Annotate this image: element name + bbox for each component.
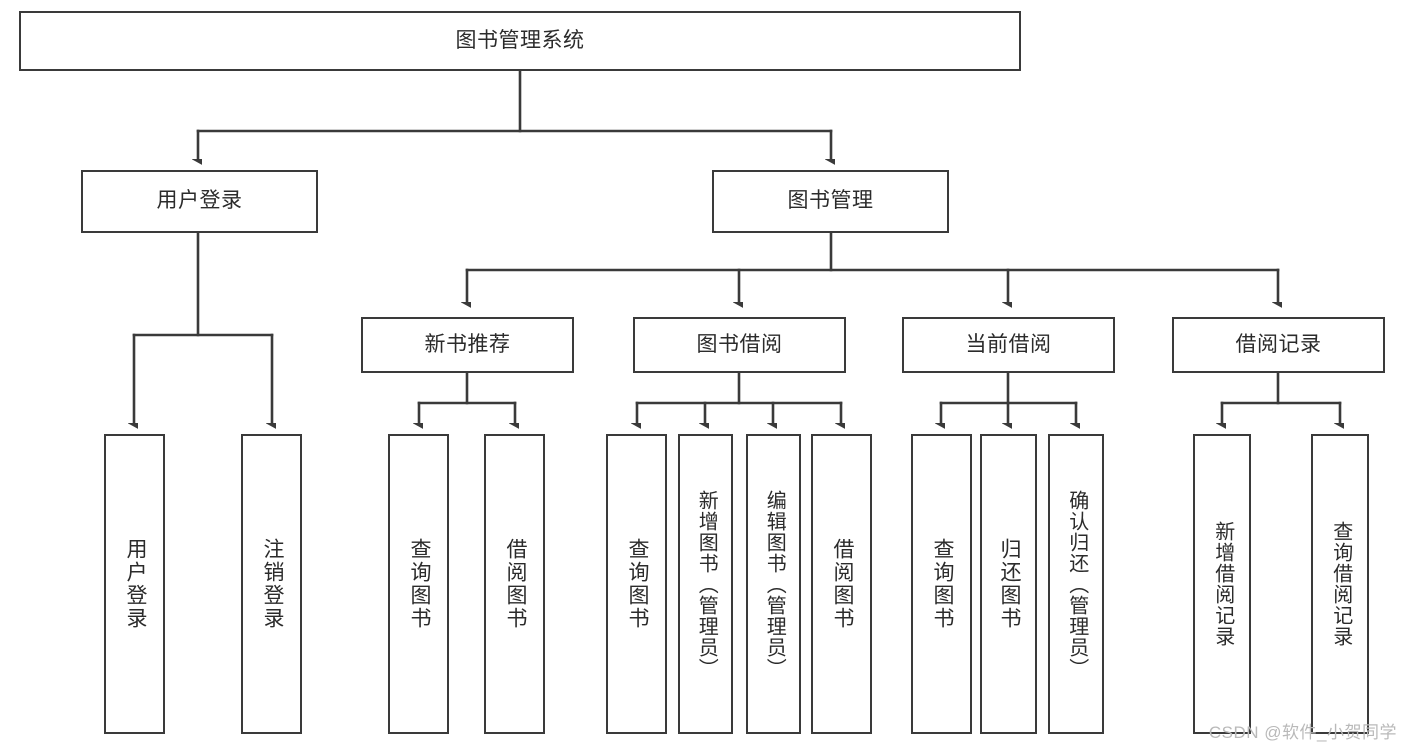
node-leaf-user-login-label: 用户登录 [123, 538, 147, 630]
csdn-watermark: CSDN @软件_小贺同学 [1208, 723, 1397, 742]
node-leaf-cur-return[interactable]: 归还图书 [980, 434, 1037, 734]
node-leaf-borrow-add[interactable]: 新增图书（管理员） [678, 434, 733, 734]
node-leaf-cur-query-label: 查询图书 [930, 538, 954, 630]
node-leaf-cur-confirm[interactable]: 确认归还（管理员） [1048, 434, 1104, 734]
node-book-borrow-label: 图书借阅 [696, 332, 783, 356]
node-root[interactable]: 图书管理系统 [19, 11, 1021, 71]
node-leaf-user-logout-label: 注销登录 [260, 538, 284, 630]
node-borrow-record-label: 借阅记录 [1235, 332, 1322, 356]
node-leaf-user-logout[interactable]: 注销登录 [241, 434, 302, 734]
node-leaf-cur-return-label: 归还图书 [997, 538, 1021, 630]
node-leaf-cur-query[interactable]: 查询图书 [911, 434, 972, 734]
node-leaf-rec-query[interactable]: 查询图书 [388, 434, 449, 734]
node-leaf-rec-add[interactable]: 新增借阅记录 [1193, 434, 1251, 734]
node-book-manage[interactable]: 图书管理 [712, 170, 949, 233]
node-leaf-rec-borrow-label: 借阅图书 [503, 538, 527, 630]
node-leaf-rec-add-label: 新增借阅记录 [1211, 521, 1234, 647]
node-current-borrow-label: 当前借阅 [965, 332, 1052, 356]
node-book-manage-label: 图书管理 [787, 189, 874, 213]
node-leaf-cur-confirm-label: 确认归还（管理员） [1065, 489, 1088, 679]
node-user-login-label: 用户登录 [156, 189, 243, 213]
node-leaf-borrow-edit[interactable]: 编辑图书（管理员） [746, 434, 801, 734]
node-leaf-borrow-edit-label: 编辑图书（管理员） [763, 489, 786, 679]
node-current-borrow[interactable]: 当前借阅 [902, 317, 1115, 373]
node-leaf-rec-query-label: 查询图书 [407, 538, 431, 630]
node-leaf-user-login[interactable]: 用户登录 [104, 434, 165, 734]
node-leaf-borrow-add-label: 新增图书（管理员） [695, 489, 718, 679]
node-borrow-record[interactable]: 借阅记录 [1172, 317, 1385, 373]
node-leaf-borrow-query[interactable]: 查询图书 [606, 434, 667, 734]
node-leaf-borrow-lend[interactable]: 借阅图书 [811, 434, 872, 734]
node-root-label: 图书管理系统 [455, 28, 585, 52]
node-leaf-rec-search-label: 查询借阅记录 [1329, 521, 1352, 647]
node-leaf-borrow-query-label: 查询图书 [625, 538, 649, 630]
node-leaf-borrow-lend-label: 借阅图书 [830, 538, 854, 630]
node-leaf-rec-borrow[interactable]: 借阅图书 [484, 434, 545, 734]
node-new-book-rec-label: 新书推荐 [424, 332, 511, 356]
node-user-login[interactable]: 用户登录 [81, 170, 318, 233]
node-book-borrow[interactable]: 图书借阅 [633, 317, 846, 373]
node-leaf-rec-search[interactable]: 查询借阅记录 [1311, 434, 1369, 734]
node-new-book-rec[interactable]: 新书推荐 [361, 317, 574, 373]
